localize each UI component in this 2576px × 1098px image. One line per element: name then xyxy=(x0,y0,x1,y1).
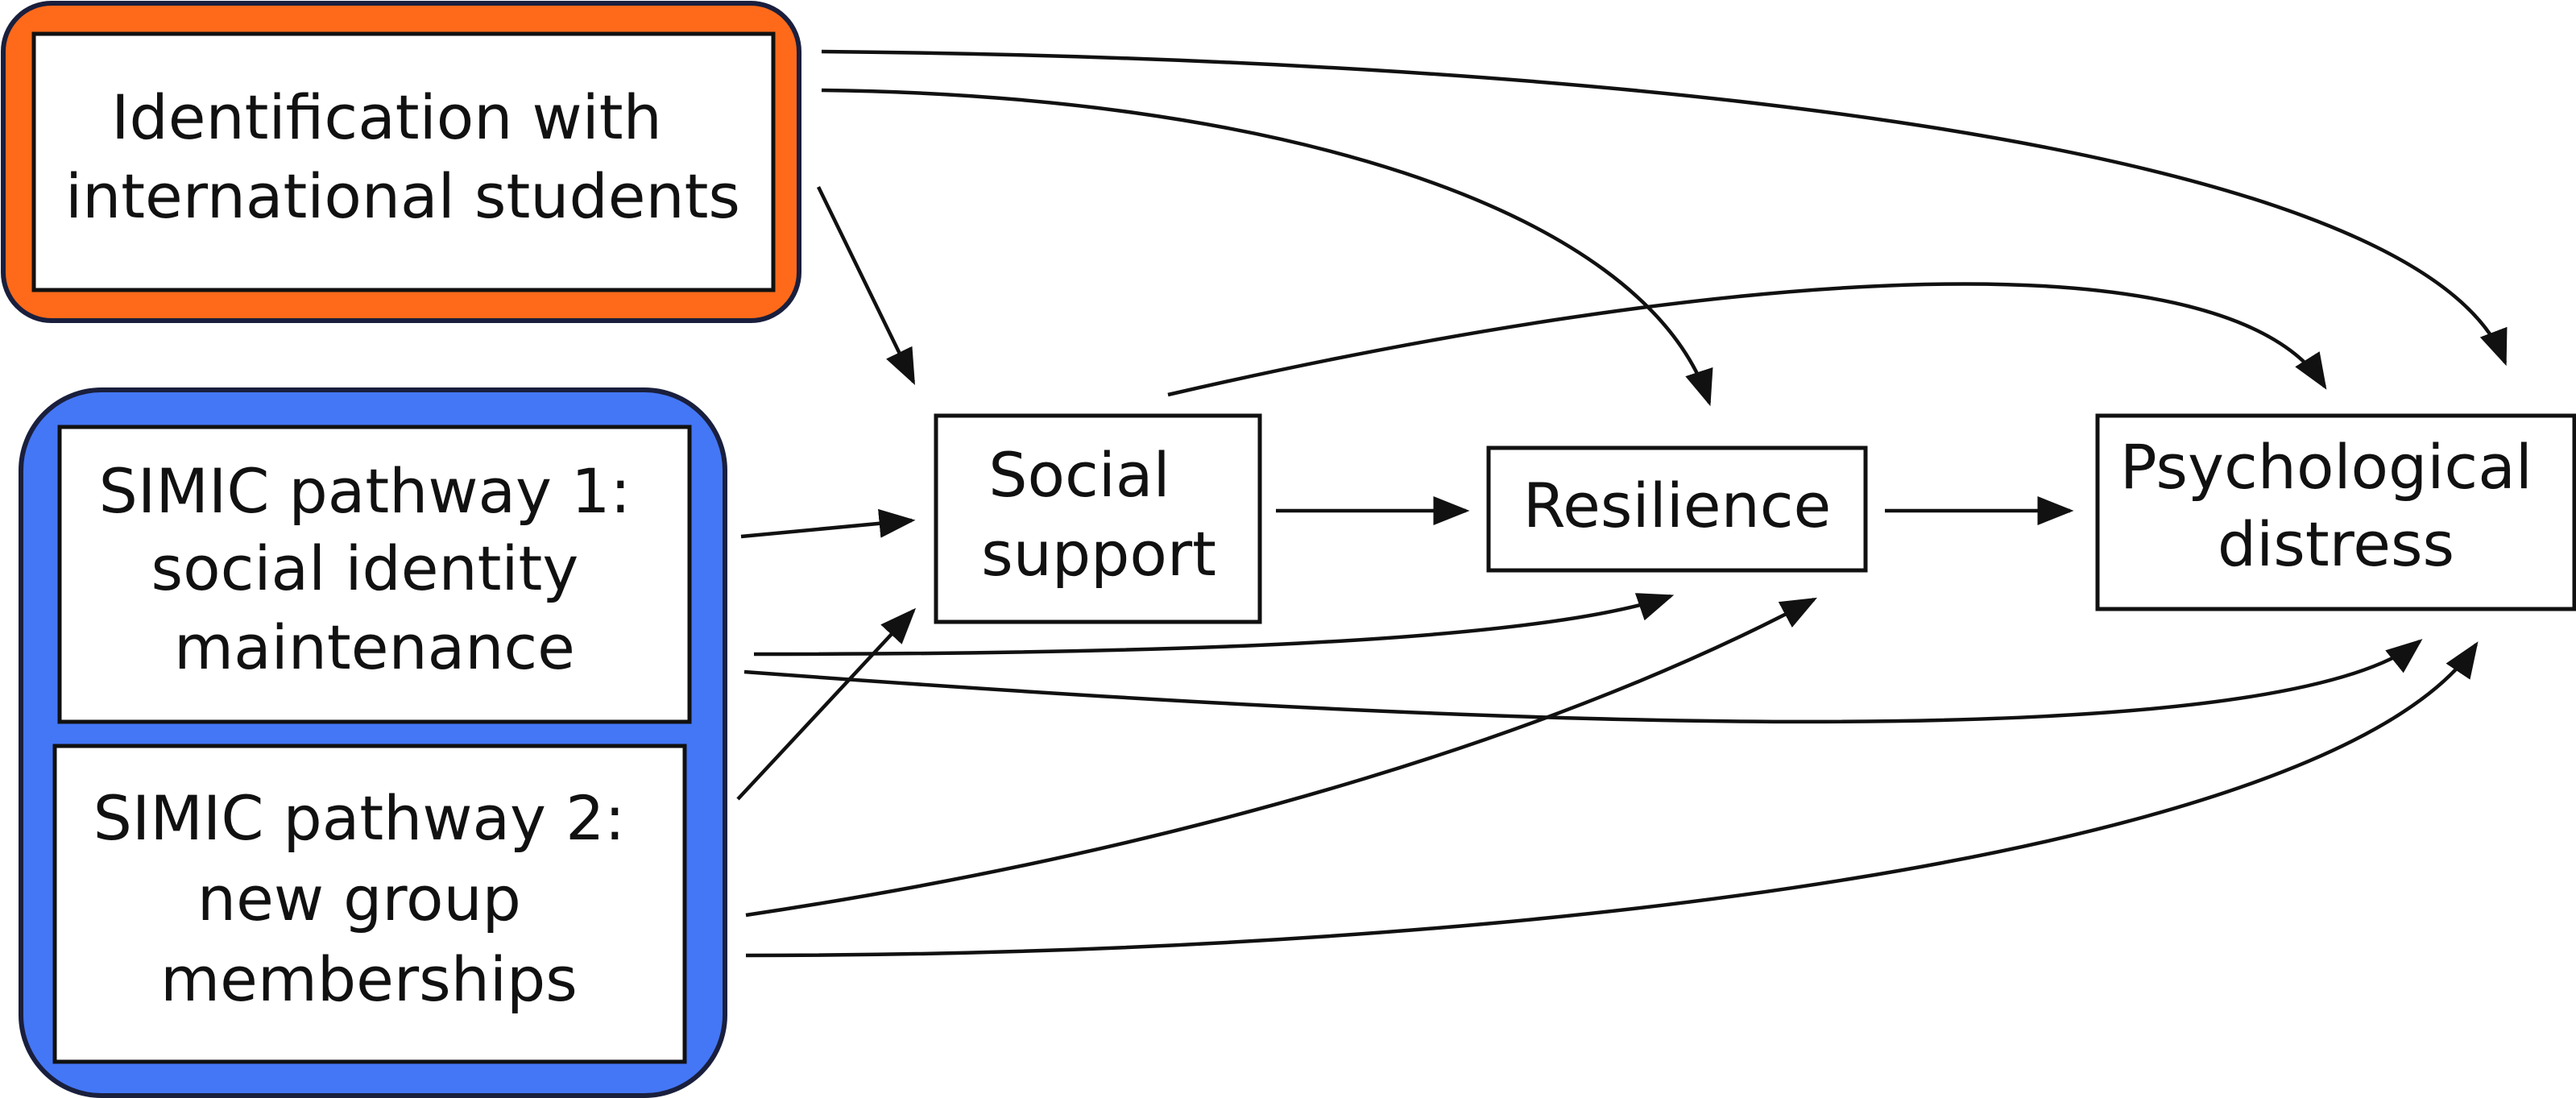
arrow-simic1-to-psychological-distress xyxy=(743,639,2423,724)
simic-pathway-2-label-line3: memberships xyxy=(160,943,578,1015)
resilience-node: Resilience xyxy=(1486,445,1868,573)
arrow-simic2-to-resilience xyxy=(745,597,1817,918)
identification-group: Identification with international studen… xyxy=(1,1,801,323)
svg-text:Resilience: Resilience xyxy=(1523,470,1832,541)
arrow-identification-to-resilience xyxy=(821,88,1713,407)
simic-pathway-2-label-line2: new group xyxy=(197,863,521,934)
social-support-label-line2: support xyxy=(981,518,1216,590)
psychological-distress-label-line2: distress xyxy=(2218,508,2454,580)
arrow-identification-to-psychological-distress xyxy=(821,49,2508,367)
arrow-simic2-to-social-support xyxy=(736,607,917,801)
resilience-label: Resilience xyxy=(1523,470,1832,541)
social-support-node: Social support xyxy=(934,413,1262,624)
simic-pathway-2-label-line1: SIMIC pathway 2: xyxy=(93,782,625,854)
psychological-distress-node: Psychological distress xyxy=(2095,413,2576,611)
simic-pathway-1-label-line3: maintenance xyxy=(174,611,575,683)
arrow-simic2-to-psychological-distress xyxy=(745,641,2479,958)
psychological-distress-box xyxy=(2095,413,2576,611)
social-support-label-line1: Social xyxy=(988,439,1170,511)
svg-text:Identification with inte: Identification with international studen… xyxy=(65,81,740,232)
svg-text:SIMIC pathway 1: social: SIMIC pathway 1: social identity mainten… xyxy=(99,455,651,683)
simic-pathway-1-label-line1: SIMIC pathway 1: xyxy=(99,455,631,527)
arrow-social-support-to-psychological-distress xyxy=(1167,282,2327,397)
svg-text:SIMIC pathway 2: new gro: SIMIC pathway 2: new group memberships xyxy=(93,782,645,1015)
simic-pathway-2-box xyxy=(52,744,687,1064)
svg-text:Social support: Social support xyxy=(981,439,1216,590)
identification-label-line1: Identification with xyxy=(111,81,662,153)
arrow-simic1-to-social-support xyxy=(740,508,916,539)
social-support-box xyxy=(934,413,1262,624)
simic-pathway-1-label-line2: social identity xyxy=(151,532,579,604)
arrow-simic1-to-resilience xyxy=(753,593,1675,657)
simic-group: SIMIC pathway 1: social identity mainten… xyxy=(19,387,727,1098)
arrows xyxy=(736,49,2508,958)
resilience-box xyxy=(1486,445,1868,573)
simic-pathway-1-box xyxy=(57,425,692,724)
psychological-distress-label-line1: Psychological xyxy=(2120,431,2533,503)
identification-box xyxy=(31,31,776,292)
svg-text:Psychological distress: Psychological distress xyxy=(2120,431,2552,580)
arrow-identification-to-social-support xyxy=(816,186,916,386)
identification-label-line2: international students xyxy=(65,160,740,232)
